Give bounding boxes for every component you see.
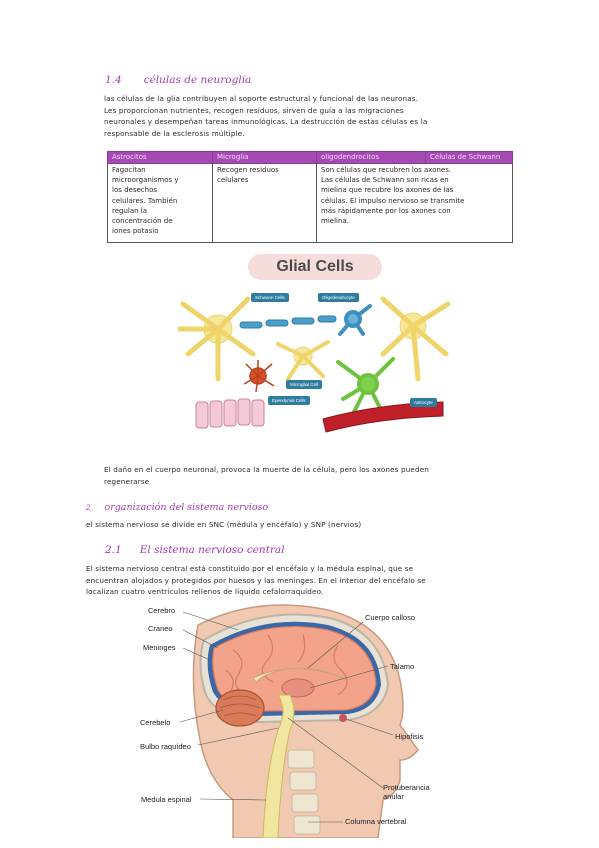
label-talamo: Talamo bbox=[390, 662, 415, 671]
paragraph-line: neuronales y desempeñan tareas inmunológ… bbox=[104, 117, 428, 127]
cell-line: mielina. bbox=[321, 217, 349, 226]
section-number: 1.4 bbox=[105, 74, 122, 86]
table-header-row: Astrocitos Microglia oligodendrocitos Cé… bbox=[107, 151, 513, 164]
glial-cells-illustration bbox=[178, 296, 450, 433]
header-schwann: Células de Schwann bbox=[425, 151, 513, 164]
cell-line: celulares bbox=[217, 176, 249, 185]
cell-line: Las células de Schwann son ricas en bbox=[321, 176, 449, 185]
organizacion-text: el sistema nervioso se divide en SNC (mé… bbox=[86, 520, 362, 529]
table-row: Fagocitan microorganismos y los desechos… bbox=[107, 163, 513, 243]
label-protuberancia: Protuberancia bbox=[383, 783, 430, 792]
cell-astrocitos: Fagocitan microorganismos y los desechos… bbox=[107, 163, 213, 243]
cell-line: regulan la bbox=[112, 206, 148, 215]
label-meninges: Meninges bbox=[143, 643, 176, 652]
section-number: 2 bbox=[86, 504, 91, 512]
label-schwann-cells: Schwann Cells bbox=[251, 293, 289, 302]
label-cerebro: Cerebro bbox=[148, 606, 176, 615]
section-heading-2: 2 organización del sistema nervioso bbox=[86, 502, 268, 513]
cell-line: mielina que recubre los axones de las bbox=[321, 186, 454, 195]
neuron-damage-paragraph: El daño en el cuerpo neuronal, provoca l… bbox=[104, 464, 524, 487]
cell-microglia: Recogen residuos celulares bbox=[212, 163, 317, 243]
glia-table: Astrocitos Microglia oligodendrocitos Cé… bbox=[107, 151, 513, 243]
paragraph-line: El daño en el cuerpo neuronal, provoca l… bbox=[104, 465, 429, 474]
paragraph-line: El sistema nervioso central está constit… bbox=[86, 564, 414, 573]
section-heading-2-1: 2.1 El sistema nervioso central bbox=[105, 544, 285, 556]
paragraph-line: Les proporcionan nutrientes, recogen res… bbox=[104, 105, 404, 115]
label-astrocyte: Astrocyte bbox=[410, 398, 437, 407]
label-craneo: Craneo bbox=[148, 624, 173, 633]
cell-line: iones potasio bbox=[112, 227, 159, 236]
cell-line: Fagocitan bbox=[112, 166, 146, 174]
cell-line: microorganismos y bbox=[112, 176, 179, 185]
label-medula-espinal: Medula espinal bbox=[141, 795, 192, 804]
section-title: El sistema nervioso central bbox=[139, 544, 285, 556]
label-hipofisis: Hipofisis bbox=[395, 732, 424, 741]
brain-anatomy-illustration bbox=[179, 604, 419, 838]
label-bulbo-raquideo: Bulbo raquídeo bbox=[140, 742, 191, 751]
section-number: 2.1 bbox=[105, 544, 122, 556]
header-oligodendrocitos: oligodendrocitos bbox=[316, 151, 426, 164]
paragraph-line: responsable de la esclerosis múltiple. bbox=[104, 128, 245, 138]
label-ependymal-cells: Ependymal Cells bbox=[268, 396, 310, 405]
cell-line: Son células que recubren los axones. bbox=[321, 166, 452, 174]
label-cerebelo: Cerebelo bbox=[140, 718, 171, 727]
cell-line: celulares. También bbox=[112, 196, 178, 205]
label-columna-vertebral: Columna vertebral bbox=[345, 817, 407, 826]
cell-line: los desechos bbox=[112, 186, 158, 195]
snc-paragraph: El sistema nervioso central está constit… bbox=[86, 563, 526, 598]
paragraph-line: las células de la glia contribuyen al so… bbox=[104, 94, 419, 103]
section-title: organización del sistema nervioso bbox=[104, 502, 269, 513]
label-protuberancia-anular: anular bbox=[383, 792, 404, 801]
glial-cells-title: Glial Cells bbox=[248, 254, 382, 280]
header-astrocitos: Astrocitos bbox=[107, 151, 213, 164]
label-oligodendrocyte: Oligodendrocyte bbox=[318, 293, 359, 302]
paragraph-line: localizan cuatro ventrículos rellenos de… bbox=[86, 587, 324, 597]
cell-line: más rápidamente por los axones con bbox=[321, 206, 451, 215]
label-microglial-cell: Microglial Cell bbox=[286, 380, 323, 389]
neuroglia-paragraph: las células de la glia contribuyen al so… bbox=[104, 93, 524, 139]
paragraph-line: encuentran alojados y protegidos por hue… bbox=[86, 575, 426, 585]
section-heading-1-4: 1.4 células de neuroglia bbox=[105, 74, 251, 86]
section-title: células de neuroglia bbox=[143, 74, 252, 86]
cell-line: células. El impulso nervioso se transmit… bbox=[321, 196, 465, 205]
paragraph-line: regenerarse bbox=[104, 476, 150, 486]
cell-line: Recogen residuos bbox=[217, 166, 279, 174]
header-microglia: Microglia bbox=[212, 151, 317, 164]
label-cuerpo-calloso: Cuerpo calloso bbox=[365, 613, 416, 622]
cell-oligo-schwann: Son células que recubren los axones. Las… bbox=[316, 163, 513, 243]
cell-line: concentración de bbox=[112, 217, 173, 226]
